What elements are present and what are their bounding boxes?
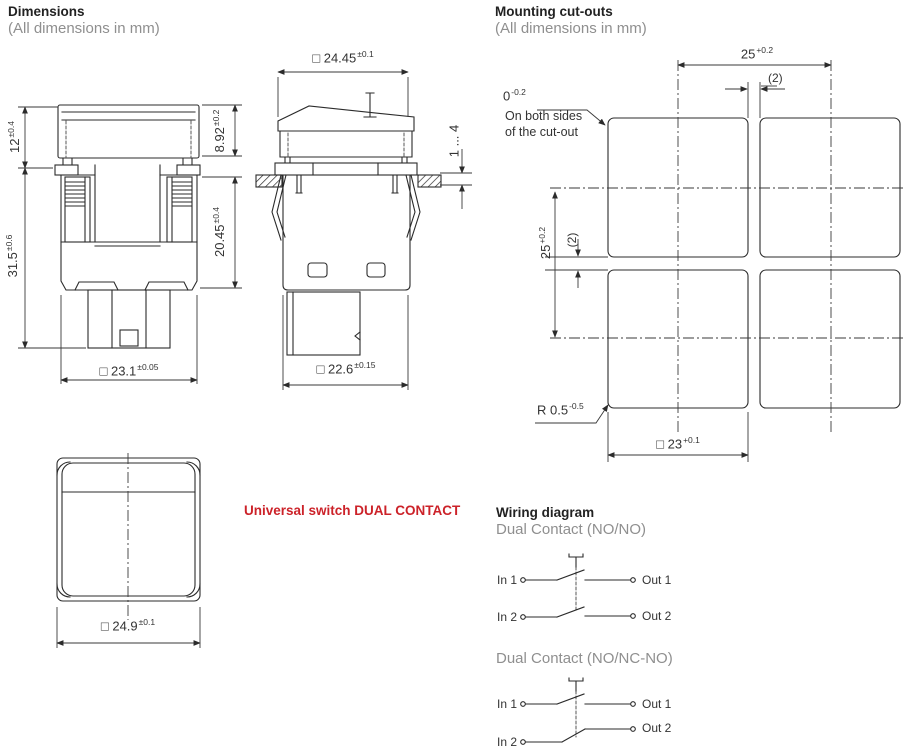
dim-face-width: □ 24.9±0.1 xyxy=(100,617,156,634)
cutout-note-line2: of the cut-out xyxy=(505,125,578,139)
cutouts-title: Mounting cut-outs xyxy=(495,4,613,19)
dim-side-width-top: □ 24.45±0.1 xyxy=(312,49,374,66)
product-label: Universal switch DUAL CONTACT xyxy=(244,503,461,518)
cutouts-subtitle: (All dimensions in mm) xyxy=(495,20,647,37)
wiring1-in2-label: In 2 xyxy=(497,610,518,624)
dim-front-body-depth: 20.45±0.4 xyxy=(210,206,228,258)
wiring2-in1-label: In 1 xyxy=(497,697,518,711)
dim-side-panel-thickness: 1 ... 4 xyxy=(446,124,462,158)
dim-cutout-depth-zero: 0-0.2 xyxy=(503,87,526,104)
wiring-diagram-no-ncno xyxy=(520,677,636,745)
wiring1-out2-label: Out 2 xyxy=(642,609,672,623)
front-view-drawing xyxy=(18,104,242,384)
dimensions-subtitle: (All dimensions in mm) xyxy=(8,20,160,37)
face-view-drawing xyxy=(56,453,201,648)
dim-cutout-pitch-horizontal: 25+0.2 xyxy=(740,45,774,62)
dim-cutout-width: □ 23+0.1 xyxy=(656,435,700,452)
dim-side-width-bottom: □ 22.6±0.15 xyxy=(316,360,376,377)
wiring1-out1-label: Out 1 xyxy=(642,573,672,587)
dimensions-title: Dimensions xyxy=(8,4,85,19)
wiring-title: Wiring diagram xyxy=(496,505,595,520)
mounting-cutout-drawing xyxy=(535,60,905,462)
dim-front-cap-depth: 8.92±0.2 xyxy=(210,109,228,153)
dim-cutout-web-horizontal: (2) xyxy=(768,71,783,85)
dim-cutout-corner-radius: R 0.5-0.5 xyxy=(537,401,584,418)
wiring1-in1-label: In 1 xyxy=(497,573,518,587)
wiring-subtitle-no-ncno: Dual Contact (NO/NC-NO) xyxy=(496,650,673,667)
wiring2-out2-label: Out 2 xyxy=(642,721,672,735)
wiring-diagram-no-no xyxy=(520,553,636,620)
dim-front-height-body: 31.5±0.6 xyxy=(3,234,21,278)
dim-front-height-cap: 12±0.4 xyxy=(5,121,23,153)
wiring2-in2-label: In 2 xyxy=(497,735,518,749)
side-view-drawing xyxy=(255,69,472,390)
cutout-note-line1: On both sides xyxy=(505,109,583,123)
wiring-subtitle-no-no: Dual Contact (NO/NO) xyxy=(496,521,647,538)
dim-cutout-pitch-vertical: 25+0.2 xyxy=(536,226,554,260)
dim-front-width: □ 23.1±0.05 xyxy=(99,362,159,379)
wiring2-out1-label: Out 1 xyxy=(642,697,672,711)
dim-cutout-web-vertical: (2) xyxy=(565,232,579,248)
